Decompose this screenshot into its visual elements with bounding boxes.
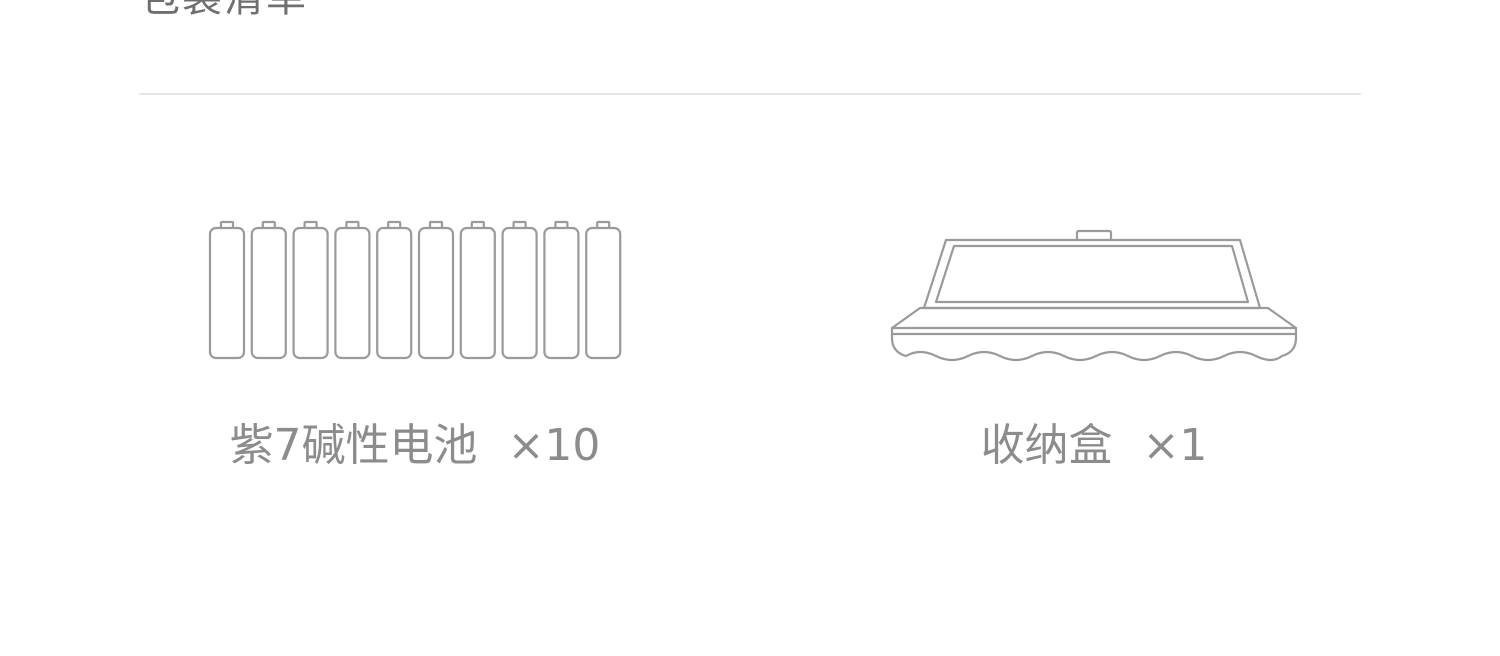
- item-quantity: ×10: [507, 420, 601, 471]
- aaa-battery-icon: [585, 220, 622, 360]
- storage-box-icon: [890, 229, 1298, 362]
- aaa-battery-icon: [250, 220, 287, 360]
- aaa-battery-icon: [376, 220, 413, 360]
- aaa-battery-icon: [543, 220, 580, 360]
- item-caption-storage-box: 收纳盒 ×1: [884, 418, 1304, 474]
- aaa-battery-icon: [208, 220, 246, 360]
- item-name: 紫7碱性电池: [229, 420, 478, 471]
- aaa-battery-icon: [417, 220, 455, 360]
- aaa-battery-icon: [292, 220, 329, 360]
- item-quantity: ×1: [1142, 420, 1208, 471]
- item-caption-batteries: 紫7碱性电池 ×10: [200, 418, 630, 474]
- aaa-battery-icon: [334, 220, 371, 360]
- item-name: 收纳盒: [980, 420, 1113, 471]
- section-divider: [139, 93, 1361, 95]
- aaa-battery-icon: [459, 220, 496, 360]
- section-title: 包装清单: [140, 0, 308, 22]
- aaa-battery-icon: [501, 220, 538, 360]
- battery-group-illustration: [208, 220, 622, 360]
